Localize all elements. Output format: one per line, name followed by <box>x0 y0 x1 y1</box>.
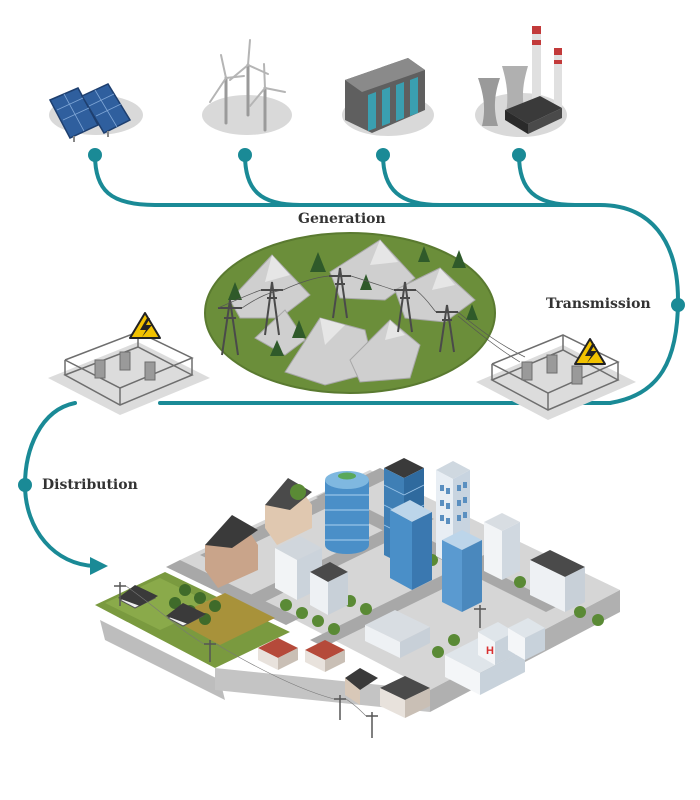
high-voltage-warning-icon <box>574 338 606 365</box>
high-voltage-warning-icon <box>129 312 161 339</box>
thermal-branch <box>517 153 577 207</box>
hydro-branch <box>381 153 442 207</box>
wind-node <box>238 148 252 162</box>
distribution-label: Distribution <box>42 477 138 493</box>
utility-poles <box>114 582 486 738</box>
glass-office-block <box>390 500 432 590</box>
round-glass-tower <box>325 471 369 554</box>
solar-panels-icon <box>48 83 143 142</box>
right-substation <box>476 334 636 420</box>
generation-flow-line <box>93 153 681 405</box>
transmission-node <box>671 298 685 312</box>
solar-branch <box>243 153 302 207</box>
thermal-power-plant-icon <box>475 26 567 137</box>
skyscrapers <box>275 458 585 615</box>
generation-label: Generation <box>298 211 386 227</box>
mountain-transmission-island <box>204 232 526 394</box>
houses <box>118 478 312 627</box>
white-office-block <box>484 513 520 580</box>
hydro-node <box>376 148 390 162</box>
low-buildings <box>258 610 430 718</box>
transmission-label: Transmission <box>546 296 651 312</box>
left-substation <box>48 331 210 415</box>
solar-node <box>88 148 102 162</box>
distribution-node <box>18 478 32 492</box>
residential-block <box>275 536 322 600</box>
hydro-dam-icon <box>342 58 434 136</box>
utility-wires <box>125 585 367 717</box>
residential-block <box>310 562 348 615</box>
flow-nodes <box>18 148 685 575</box>
white-office-block <box>530 550 585 612</box>
wind-turbines-icon <box>202 39 292 135</box>
distribution-arrowhead <box>90 557 108 575</box>
glass-office-block <box>442 530 482 612</box>
hospital-icon: H <box>445 618 545 695</box>
hospital-letter: H <box>486 645 494 657</box>
thermal-node <box>512 148 526 162</box>
